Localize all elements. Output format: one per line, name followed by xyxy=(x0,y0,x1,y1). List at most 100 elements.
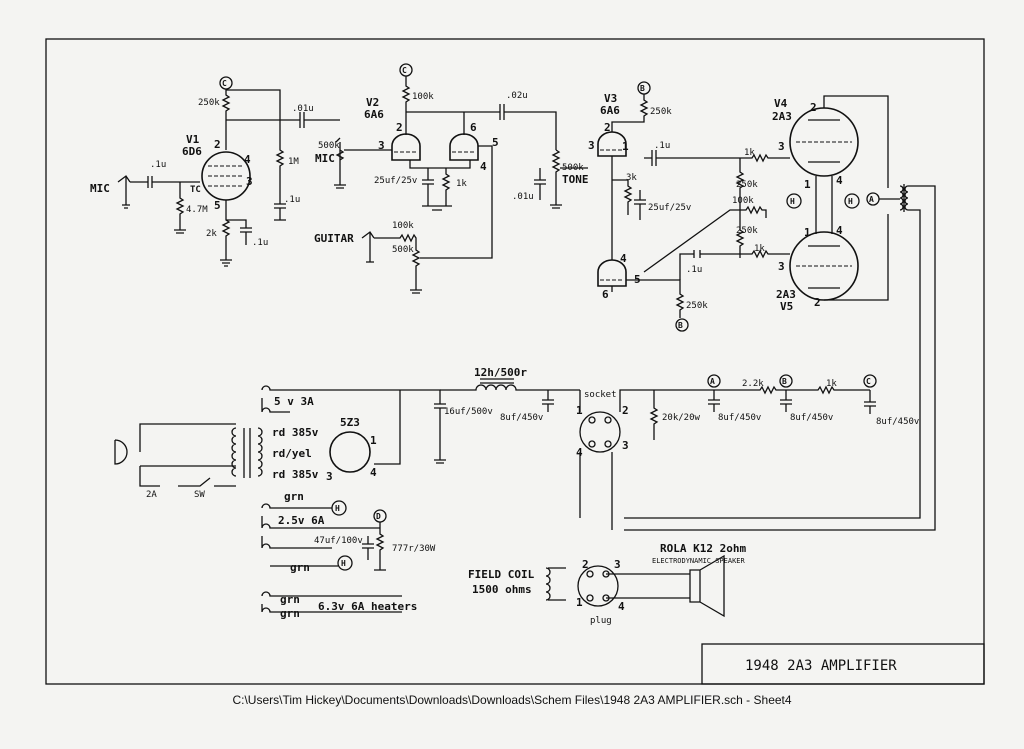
v1-plate-resistor-label: 250k xyxy=(198,98,220,108)
choke-label: 12h/500r xyxy=(474,366,527,379)
v3-plate-resistor-label: 250k xyxy=(650,107,672,117)
v4-pin4: 4 xyxy=(836,174,843,187)
heater-wire-grn-3: grn xyxy=(280,593,300,606)
v3-lower-resistor-label: 250k xyxy=(686,301,708,311)
node-c-v2: C xyxy=(402,66,407,75)
v2-pin3: 3 xyxy=(378,139,385,152)
hv-winding-2: rd 385v xyxy=(272,468,319,481)
node-h-4: H xyxy=(341,559,346,568)
mic-input-cap-label: .1u xyxy=(150,160,166,170)
node-c-cap-label: 8uf/450v xyxy=(876,417,919,427)
hv-center-tap: rd/yel xyxy=(272,447,312,460)
v3-pin6: 6 xyxy=(602,288,609,301)
first-filter-cap-label: 16uf/500v xyxy=(444,407,493,417)
v5-pin2: 2 xyxy=(814,296,821,309)
power-supply: 5 v 3A rd 385v rd/yel rd 385v 5Z3 1 4 3 … xyxy=(114,366,919,530)
v1-coupling-cap-label: .01u xyxy=(292,104,314,114)
v2-cathode-resistor-label: 1k xyxy=(456,179,467,189)
v3-stage: 500k TONE .01u B 250k V3 6A6 2 3 1 4 5 6… xyxy=(512,81,790,332)
rect-heater-winding-label: 5 v 3A xyxy=(274,395,314,408)
v4-grid-stopper-label: 1k xyxy=(744,148,755,158)
v2-pin6: 6 xyxy=(470,121,477,134)
v4-name: V4 xyxy=(774,97,788,110)
v1-cathode-resistor-label: 2k xyxy=(206,229,217,239)
rectifier-type: 5Z3 xyxy=(340,416,360,429)
plug-pin2: 2 xyxy=(582,558,589,571)
rectifier-tube xyxy=(329,431,371,473)
rect-pin3: 3 xyxy=(326,470,333,483)
tone-pot-label: 500k xyxy=(562,163,584,173)
v2-plate-resistor-label: 100k xyxy=(412,92,434,102)
v4-pin1: 1 xyxy=(804,178,811,191)
v4-pin2: 2 xyxy=(810,101,817,114)
v1-type: 6D6 xyxy=(182,145,202,158)
node-b-v3: B xyxy=(640,84,645,93)
screen-cap-label: .1u xyxy=(284,195,300,205)
sheet-border xyxy=(45,38,985,685)
file-path-footer: C:\Users\Tim Hickey\Documents\Downloads\… xyxy=(232,693,792,707)
socket-label: socket xyxy=(584,390,617,400)
rect-pin4: 4 xyxy=(370,466,377,479)
output-stage: V4 2A3 2 3 4 1 2A3 V5 1 4 3 2 H H A xyxy=(624,95,936,531)
speaker-model: ROLA K12 2ohm xyxy=(660,542,746,555)
v3-type: 6A6 xyxy=(600,104,620,117)
field-coil-ohms: 1500 ohms xyxy=(472,583,532,596)
v1-pin3: 3 xyxy=(246,175,253,188)
v3-cathode-resistor-label: 3k xyxy=(626,173,637,183)
heater-wire-grn-2: grn xyxy=(290,561,310,574)
bleeder-resistor-label: 20k/20w xyxy=(662,413,701,423)
speaker-cone xyxy=(606,554,725,618)
mic-input-label: MIC xyxy=(90,182,110,195)
v1-name: V1 xyxy=(186,133,200,146)
v3-triode-a xyxy=(597,131,627,157)
heater-windings: grn 2.5v 6A H grn H D 47uf/100v 777r/30W… xyxy=(261,490,436,620)
node-h-2: H xyxy=(848,197,853,206)
v4-type: 2A3 xyxy=(772,110,792,123)
node-c-label: C xyxy=(222,79,227,88)
mic-volume-input: MIC xyxy=(315,152,335,165)
fuse-label: 2A xyxy=(146,490,157,500)
v2-coupling-cap-label: .02u xyxy=(506,91,528,101)
node-b-supply: B xyxy=(782,377,787,386)
node-d: D xyxy=(376,512,381,521)
v4-grid-resistor-label: 250k xyxy=(736,180,758,190)
v3-cathode-cap-label: 25uf/25v xyxy=(648,203,691,213)
heater-6-3v-label: 6.3v 6A heaters xyxy=(318,600,417,613)
node-b-cap-label: 8uf/450v xyxy=(790,413,833,423)
guitar-volume-label: 500k xyxy=(392,245,414,255)
v5-pin4: 4 xyxy=(836,224,843,237)
heater-wire-grn-4: grn xyxy=(280,607,300,620)
r1m-label: 1M xyxy=(288,157,299,167)
v5-grid-stopper-label: 1k xyxy=(754,244,765,254)
v5-type: 2A3 xyxy=(776,288,796,301)
tone-cap-label: .01u xyxy=(512,192,534,202)
node-b-lower: B xyxy=(678,321,683,330)
mic-volume-label: 500k xyxy=(318,141,340,151)
node-a-ot: A xyxy=(869,195,874,204)
plug-pin1: 1 xyxy=(576,596,583,609)
v2-name: V2 xyxy=(366,96,379,109)
node-c-supply: C xyxy=(866,377,871,386)
tone-label: TONE xyxy=(562,173,589,186)
guitar-series-resistor-label: 100k xyxy=(392,221,414,231)
v3-name: V3 xyxy=(604,92,617,105)
diagram-title: 1948 2A3 AMPLIFIER xyxy=(745,658,897,674)
output-transformer xyxy=(624,184,936,531)
v2-pin4: 4 xyxy=(480,160,487,173)
v4-pin3: 3 xyxy=(778,140,785,153)
bias-cap-label: 47uf/100v xyxy=(314,536,363,546)
speaker-plug xyxy=(577,565,619,607)
v1-pin2: 2 xyxy=(214,138,221,151)
v1-tc: TC xyxy=(190,185,201,195)
power-switch-label: SW xyxy=(194,490,205,500)
heater-wire-grn-1: grn xyxy=(284,490,304,503)
field-coil-label: FIELD COIL xyxy=(468,568,535,581)
v5-pin3: 3 xyxy=(778,260,785,273)
node-h-1: H xyxy=(790,197,795,206)
v2-type: 6A6 xyxy=(364,108,384,121)
v4-coupling-cap-label: .1u xyxy=(654,141,670,151)
balance-pot-label: 100k xyxy=(732,196,754,206)
socket-pin3: 3 xyxy=(622,439,629,452)
